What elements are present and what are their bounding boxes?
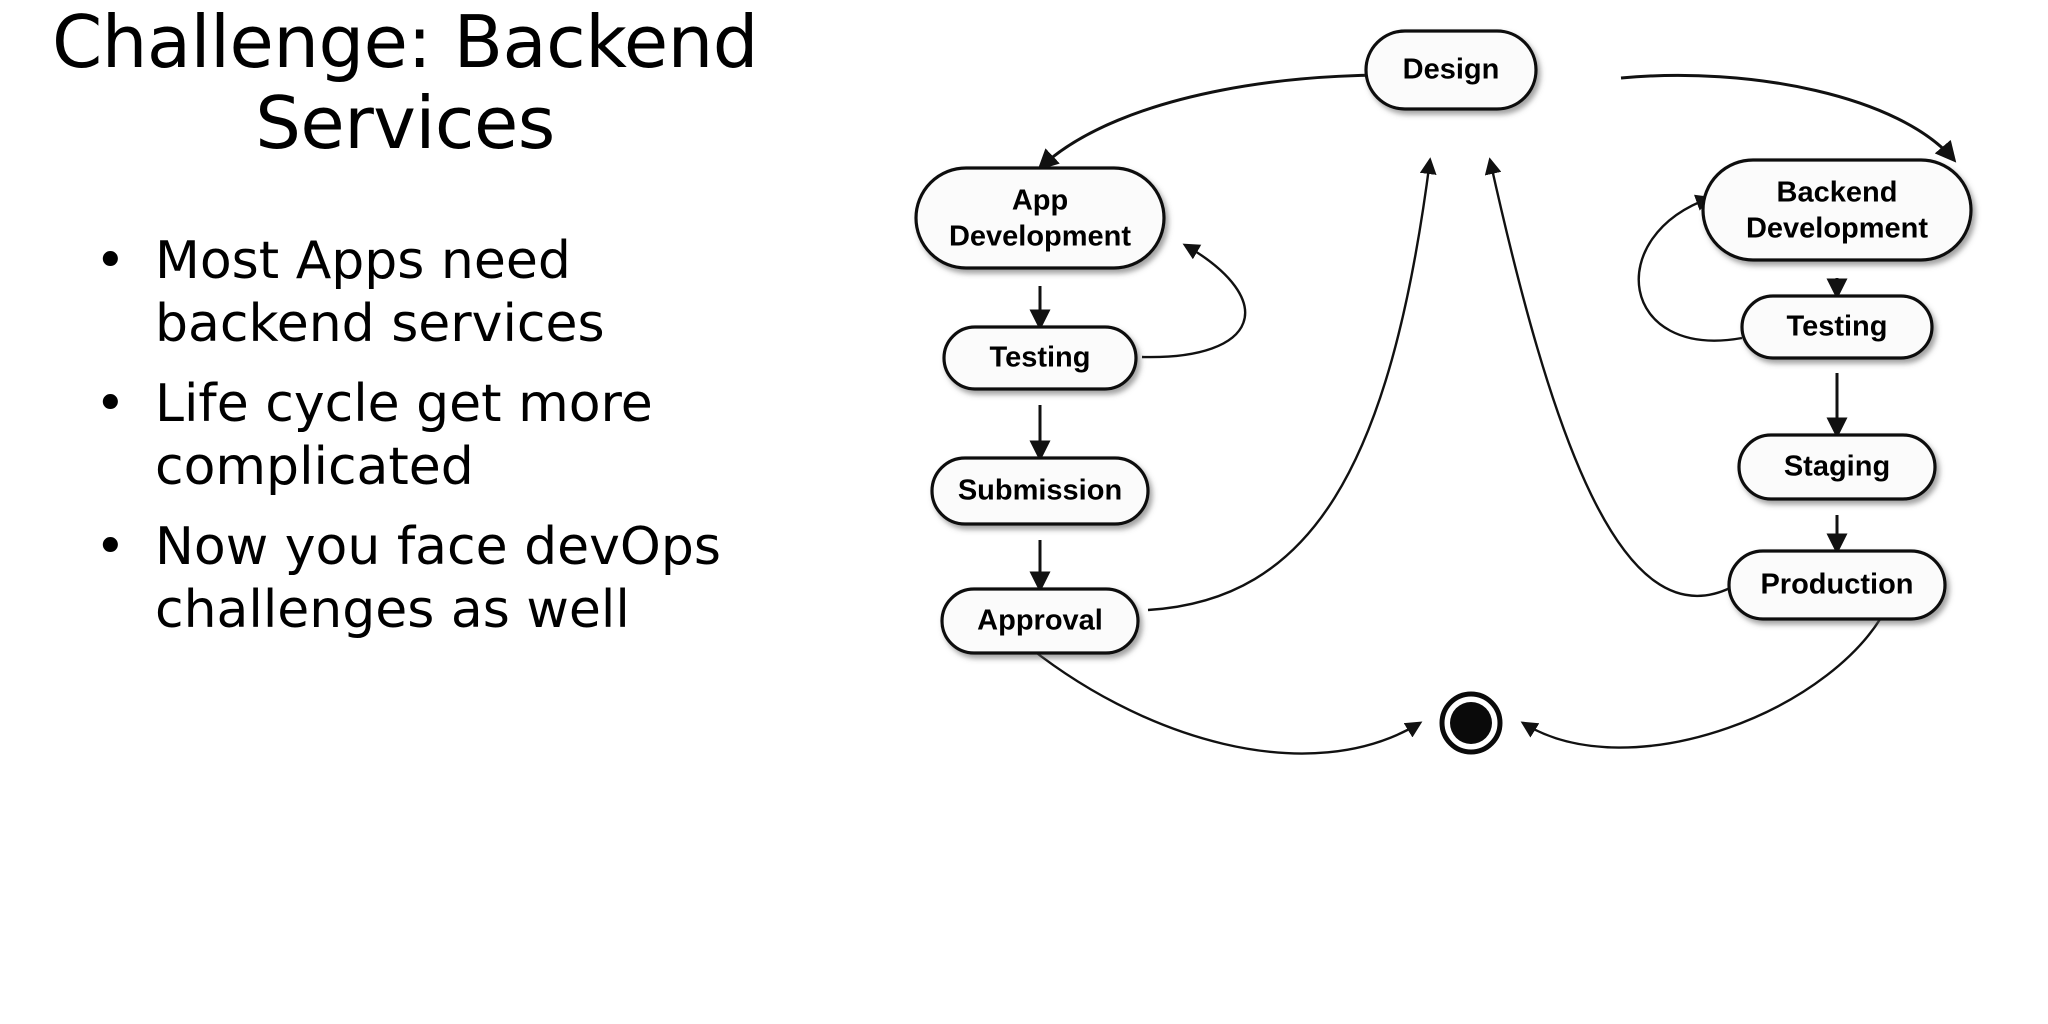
page-title-line-2: Services [255, 80, 555, 165]
list-item: • Most Apps need backend services [40, 230, 780, 357]
edge-approval-to-final-state [1017, 637, 1423, 755]
bullet-list: • Most Apps need backend services • Life… [40, 230, 780, 659]
list-item-text: Life cycle get more complicated [155, 373, 653, 498]
bullet-marker-icon: • [95, 373, 126, 434]
node-app-testing[interactable]: Testing [942, 325, 1138, 391]
node-label-app-development-line1: App [1012, 185, 1068, 217]
node-label-app-development-line2: Development [949, 221, 1131, 253]
node-label-design: Design [1403, 54, 1500, 86]
page-title: Challenge: Backend Services [40, 2, 770, 163]
node-staging[interactable]: Staging [1737, 433, 1937, 501]
bullet-marker-icon: • [95, 516, 126, 577]
list-item: • Now you face devOps challenges as well [40, 516, 780, 643]
node-final-state[interactable] [1439, 691, 1503, 755]
node-label-backend-development-line2: Development [1746, 213, 1928, 245]
node-production[interactable]: Production [1727, 549, 1947, 621]
edge-layer [1017, 73, 1957, 755]
node-submission[interactable]: Submission [930, 456, 1150, 526]
list-item-text: Most Apps need backend services [155, 231, 605, 355]
bullet-marker-icon: • [95, 231, 126, 291]
list-item: • Life cycle get more complicated [40, 373, 780, 500]
edge-approval-to-design [1147, 157, 1437, 612]
node-label-staging: Staging [1784, 451, 1890, 483]
node-label-backend-development-line1: Backend [1777, 177, 1898, 209]
node-label-production: Production [1760, 569, 1913, 601]
edge-testing-to-backend-development-loop [1637, 194, 1743, 342]
node-backend-development[interactable]: Backend Development [1701, 158, 1973, 262]
node-app-development[interactable]: App Development [914, 166, 1166, 270]
node-label-submission: Submission [958, 475, 1122, 507]
node-label-backend-testing: Testing [1787, 311, 1888, 343]
list-item-text: Now you face devOps challenges as well [155, 516, 721, 641]
edge-production-to-final-state [1520, 600, 1892, 749]
state-diagram: Design App Development Testing Submissio… [790, 0, 2048, 1024]
node-label-app-testing: Testing [990, 342, 1091, 374]
node-design[interactable]: Design [1364, 29, 1538, 111]
node-label-approval: Approval [977, 605, 1103, 637]
slide-text-pane: Challenge: Backend Services • Most Apps … [0, 0, 800, 1024]
node-layer: Design App Development Testing Submissio… [914, 29, 1973, 755]
edge-design-to-backend-development [1620, 73, 1957, 163]
node-approval[interactable]: Approval [940, 587, 1140, 655]
node-backend-testing[interactable]: Testing [1740, 294, 1934, 360]
final-state-dot [1450, 702, 1492, 744]
edge-testing-to-app-development-loop [1141, 243, 1247, 359]
edge-production-to-design [1484, 157, 1731, 597]
page-title-line-1: Challenge: Backend [52, 0, 758, 84]
